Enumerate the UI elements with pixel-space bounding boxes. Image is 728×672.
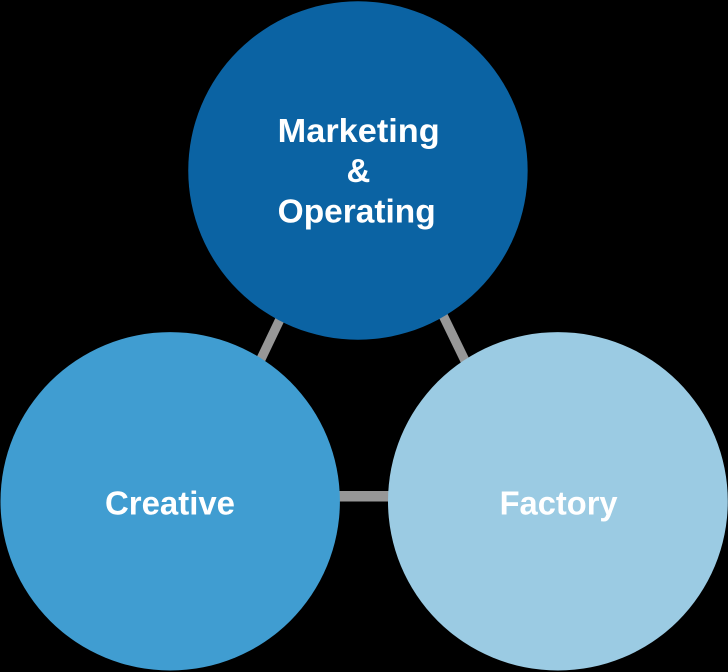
svg-text:Factory: Factory	[500, 485, 619, 522]
svg-text:Operating: Operating	[278, 192, 436, 229]
svg-text:&: &	[346, 152, 370, 189]
svg-text:Marketing: Marketing	[278, 112, 440, 149]
svg-text:Creative: Creative	[105, 484, 235, 521]
